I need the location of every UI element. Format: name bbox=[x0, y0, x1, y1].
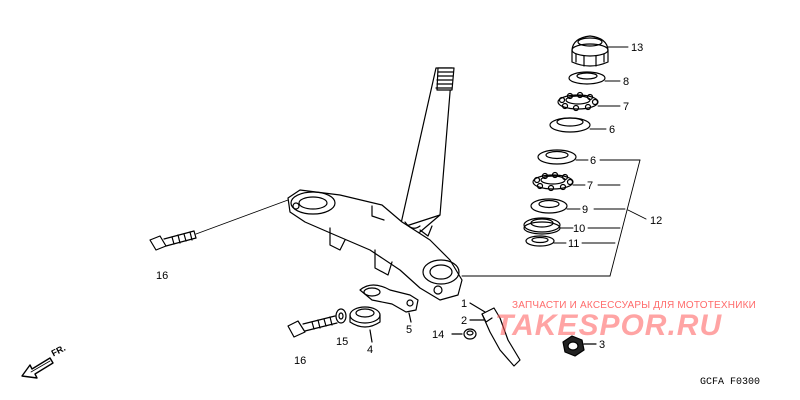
steering-stem bbox=[397, 67, 455, 235]
label-2: 2 bbox=[461, 315, 467, 327]
label-14: 14 bbox=[432, 329, 444, 341]
race-6-upper bbox=[549, 117, 591, 133]
label-3: 3 bbox=[599, 339, 605, 351]
bearing-7-upper bbox=[557, 91, 599, 112]
label-7-lower: 7 bbox=[587, 180, 593, 192]
label-5: 5 bbox=[406, 324, 412, 336]
hose-guide-bracket bbox=[469, 302, 521, 367]
washer-11 bbox=[525, 235, 555, 247]
front-direction-arrow-icon bbox=[21, 357, 54, 379]
bolt-14 bbox=[451, 328, 477, 340]
label-12: 12 bbox=[650, 215, 662, 227]
race-9 bbox=[530, 198, 568, 214]
watermark-caption: ЗАПЧАСТИ И АКСЕССУАРЫ ДЛЯ МОТОТЕХНИКИ bbox=[512, 300, 757, 311]
leader-lines bbox=[195, 46, 647, 277]
label-1: 1 bbox=[461, 298, 467, 310]
label-10: 10 bbox=[573, 223, 585, 235]
watermark-logo: TAKESPOR.RU bbox=[495, 309, 723, 342]
label-16-upper: 16 bbox=[156, 270, 168, 282]
label-4: 4 bbox=[367, 344, 373, 356]
label-16-lower: 16 bbox=[294, 355, 306, 367]
stem-nut-cap bbox=[571, 35, 609, 67]
nut-3 bbox=[562, 335, 597, 357]
collar-4 bbox=[349, 306, 381, 343]
washer-15 bbox=[335, 308, 347, 324]
label-11: 11 bbox=[568, 238, 579, 250]
bearing-7-lower bbox=[532, 171, 574, 192]
dust-seal-10 bbox=[523, 217, 561, 235]
bolt-16-lower bbox=[287, 315, 338, 338]
washer-8 bbox=[568, 71, 606, 85]
part-labels: 13 8 7 6 6 7 9 10 11 12 16 16 15 4 5 1 2… bbox=[156, 42, 662, 367]
label-7-upper: 7 bbox=[623, 101, 629, 113]
label-15: 15 bbox=[336, 336, 348, 348]
label-8: 8 bbox=[623, 76, 629, 88]
bolt-16-upper bbox=[149, 230, 197, 251]
label-6-lower: 6 bbox=[590, 155, 596, 167]
label-13: 13 bbox=[631, 42, 643, 54]
lower-bridge bbox=[287, 189, 463, 301]
drawing-code: GCFA F0300 bbox=[700, 377, 761, 388]
label-9: 9 bbox=[582, 204, 588, 216]
label-6-upper: 6 bbox=[609, 124, 615, 136]
race-6-lower bbox=[537, 149, 577, 165]
bracket-5 bbox=[359, 284, 419, 323]
